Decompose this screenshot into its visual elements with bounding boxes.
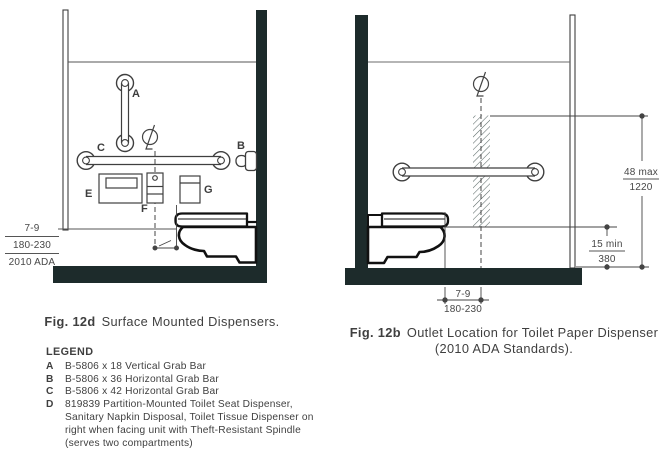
grab-bar-b-end-view — [235, 150, 258, 172]
floor — [53, 266, 267, 283]
dim-offset-in: 7-9 — [455, 289, 470, 300]
toilet — [174, 212, 258, 264]
legend-title: LEGEND — [46, 346, 94, 358]
dim-48max-in: 48 max — [624, 167, 658, 178]
dim-15min-in: 15 min — [591, 239, 622, 250]
horizontal-grab-bar-c — [76, 150, 231, 170]
centerline-symbol — [472, 71, 490, 97]
legend-text: B-5806 x 42 Horizontal Grab Bar — [65, 386, 219, 398]
dim-offset-mm: 180-230 — [444, 304, 482, 315]
dim-inches: 7-9 — [5, 222, 59, 237]
figure-12b-number: Fig. 12b — [349, 325, 401, 340]
legend-key: B — [46, 373, 54, 385]
right-wall — [256, 10, 267, 266]
figure-12b-elevation: 48 max 1220 15 min 380 7-9 180-230 — [345, 14, 659, 315]
figure-12d-number: Fig. 12d — [44, 314, 96, 329]
label-f: F — [141, 203, 148, 215]
label-g: G — [204, 184, 213, 196]
figure-12b-title-line2: (2010 ADA Standards). — [434, 341, 574, 356]
legend: LEGEND A B-5806 x 18 Vertical Grab Bar B… — [46, 346, 334, 450]
dispenser-g — [179, 175, 201, 204]
figure-12b-title-line1: Outlet Location for Toilet Paper Dispens… — [406, 325, 659, 340]
figure-12d-caption: Fig. 12d Surface Mounted Dispensers. — [6, 314, 318, 330]
right-partition-wall — [569, 14, 576, 269]
dimension-text-7-9-ada: 7-9 180-230 2010 ADA — [5, 222, 59, 269]
figure-12d-title: Surface Mounted Dispensers. — [101, 314, 280, 329]
dim-48max-mm: 1220 — [629, 182, 652, 193]
horizontal-grab-bar — [392, 162, 545, 182]
legend-key: A — [46, 360, 54, 372]
dispenser-e — [98, 173, 143, 204]
legend-item-c: C B-5806 x 42 Horizontal Grab Bar — [46, 386, 334, 399]
legend-key: D — [46, 399, 54, 411]
dimension-7-9 — [152, 205, 179, 251]
label-a: A — [132, 88, 140, 100]
legend-text: B-5806 x 18 Vertical Grab Bar — [65, 360, 207, 372]
figure-12d-elevation: A B C E F G — [53, 9, 267, 283]
legend-key: C — [46, 386, 54, 398]
toilet — [366, 212, 450, 265]
label-c: C — [97, 142, 105, 154]
floor — [345, 268, 582, 285]
legend-item-b: B B-5806 x 36 Horizontal Grab Bar — [46, 374, 334, 387]
label-b: B — [237, 140, 245, 152]
figure-12b-caption: Fig. 12b Outlet Location for Toilet Paper… — [337, 325, 671, 357]
dim-mm: 180-230 — [5, 239, 59, 254]
dispenser-f — [146, 172, 164, 204]
left-wall — [355, 15, 368, 268]
left-partition-wall — [62, 9, 69, 231]
dim-standard: 2010 ADA — [8, 257, 56, 268]
label-e: E — [85, 188, 93, 200]
dim-15min-mm: 380 — [598, 254, 616, 265]
dimension-lines — [437, 113, 649, 304]
vertical-grab-bar-a — [115, 73, 135, 153]
legend-text: 819839 Partition-Mounted Toilet Seat Dis… — [65, 399, 314, 449]
centerline-symbol — [141, 124, 159, 150]
legend-item-d: D 819839 Partition-Mounted Toilet Seat D… — [46, 399, 334, 450]
legend-item-a: A B-5806 x 18 Vertical Grab Bar — [46, 361, 334, 374]
legend-text: B-5806 x 36 Horizontal Grab Bar — [65, 373, 219, 385]
